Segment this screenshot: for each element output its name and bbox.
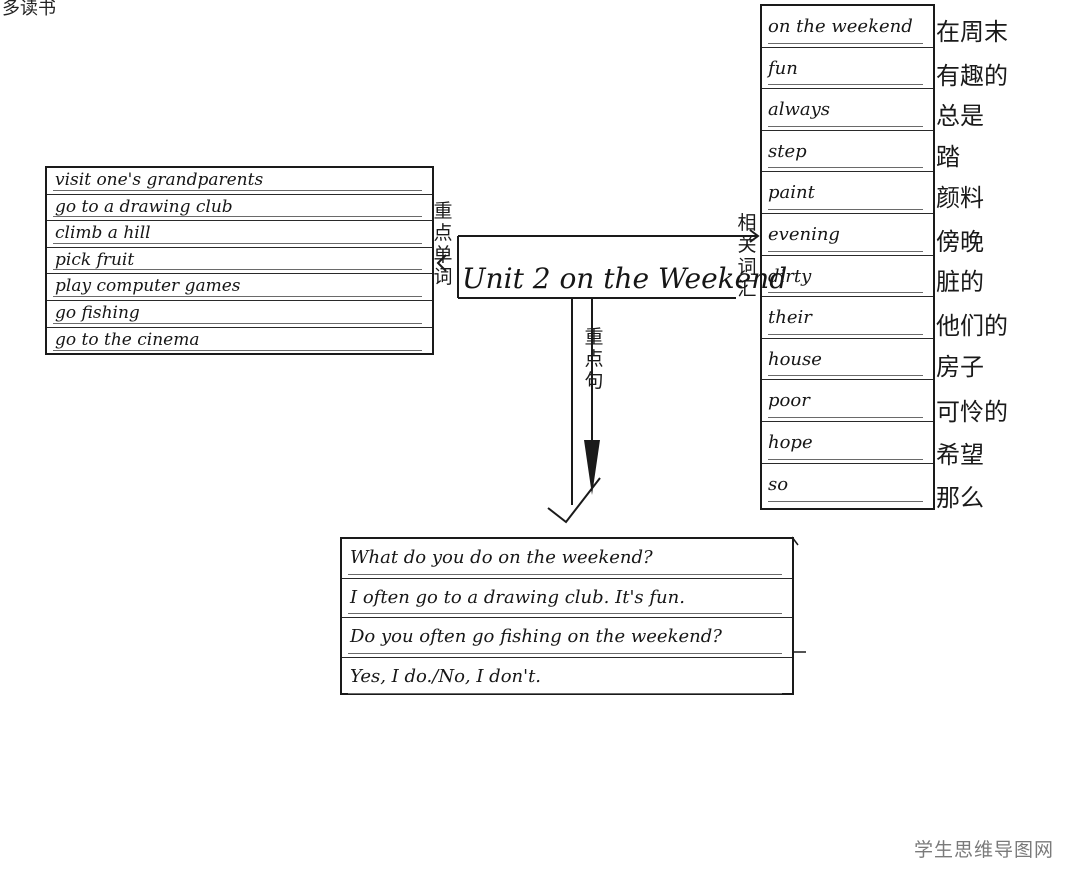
vocab-word: evening xyxy=(762,214,933,256)
phrases-branch-label: 重点单词 xyxy=(433,200,453,288)
sentences-box: What do you do on the weekend? I often g… xyxy=(340,537,794,695)
vocab-word: always xyxy=(762,89,933,131)
vocab-meaning: 房子 xyxy=(936,353,984,381)
central-topic: Unit 2 on the Weekend xyxy=(462,262,788,295)
vocab-word: step xyxy=(762,131,933,173)
phrase-row: go to the cinema xyxy=(47,328,432,355)
vocab-meaning: 总是 xyxy=(936,102,984,130)
corner-note: 多读书 xyxy=(2,0,56,19)
vocab-word: their xyxy=(762,297,933,339)
vocab-meaning: 颜料 xyxy=(936,184,984,212)
phrase-row: pick fruit xyxy=(47,248,432,275)
phrase-row: go fishing xyxy=(47,301,432,328)
vocab-word: dirty xyxy=(762,256,933,298)
sentence-row: Yes, I do./No, I don't. xyxy=(342,658,792,698)
watermark: 学生思维导图网 xyxy=(913,839,1054,861)
vocab-word: on the weekend xyxy=(762,6,933,48)
sentences-arrow-fill xyxy=(584,440,600,495)
sentence-row: I often go to a drawing club. It's fun. xyxy=(342,579,792,618)
vocab-word: hope xyxy=(762,422,933,464)
vocab-word: so xyxy=(762,464,933,506)
phrase-row: play computer games xyxy=(47,274,432,301)
vocab-branch-label: 相关词汇 xyxy=(737,212,757,300)
sentences-arrow-head xyxy=(547,477,601,524)
vocab-arrow-head xyxy=(749,229,760,243)
vocab-meaning: 可怜的 xyxy=(936,398,1008,426)
vocab-meaning: 傍晚 xyxy=(936,228,984,256)
vocab-word: fun xyxy=(762,48,933,90)
vocab-meaning: 那么 xyxy=(936,484,984,512)
vocab-meaning: 他们的 xyxy=(936,312,1008,340)
sentence-row: Do you often go fishing on the weekend? xyxy=(342,618,792,658)
vocab-meaning: 有趣的 xyxy=(936,62,1008,90)
phrase-row: go to a drawing club xyxy=(47,195,432,222)
sentences-branch-label: 重点句 xyxy=(584,326,604,392)
vocab-meaning: 脏的 xyxy=(936,268,984,296)
vocab-box: on the weekend fun always step paint eve… xyxy=(760,4,935,510)
vocab-word: poor xyxy=(762,380,933,422)
vocab-meaning: 踏 xyxy=(936,143,960,171)
sentence-row: What do you do on the weekend? xyxy=(342,539,792,579)
phrases-arrow-head xyxy=(436,254,447,272)
phrase-row: visit one's grandparents xyxy=(47,168,432,195)
vocab-meaning: 在周末 xyxy=(936,18,1008,46)
vocab-word: house xyxy=(762,339,933,381)
phrase-row: climb a hill xyxy=(47,221,432,248)
vocab-word: paint xyxy=(762,172,933,214)
vocab-meaning: 希望 xyxy=(936,441,984,469)
phrases-box: visit one's grandparents go to a drawing… xyxy=(45,166,434,355)
